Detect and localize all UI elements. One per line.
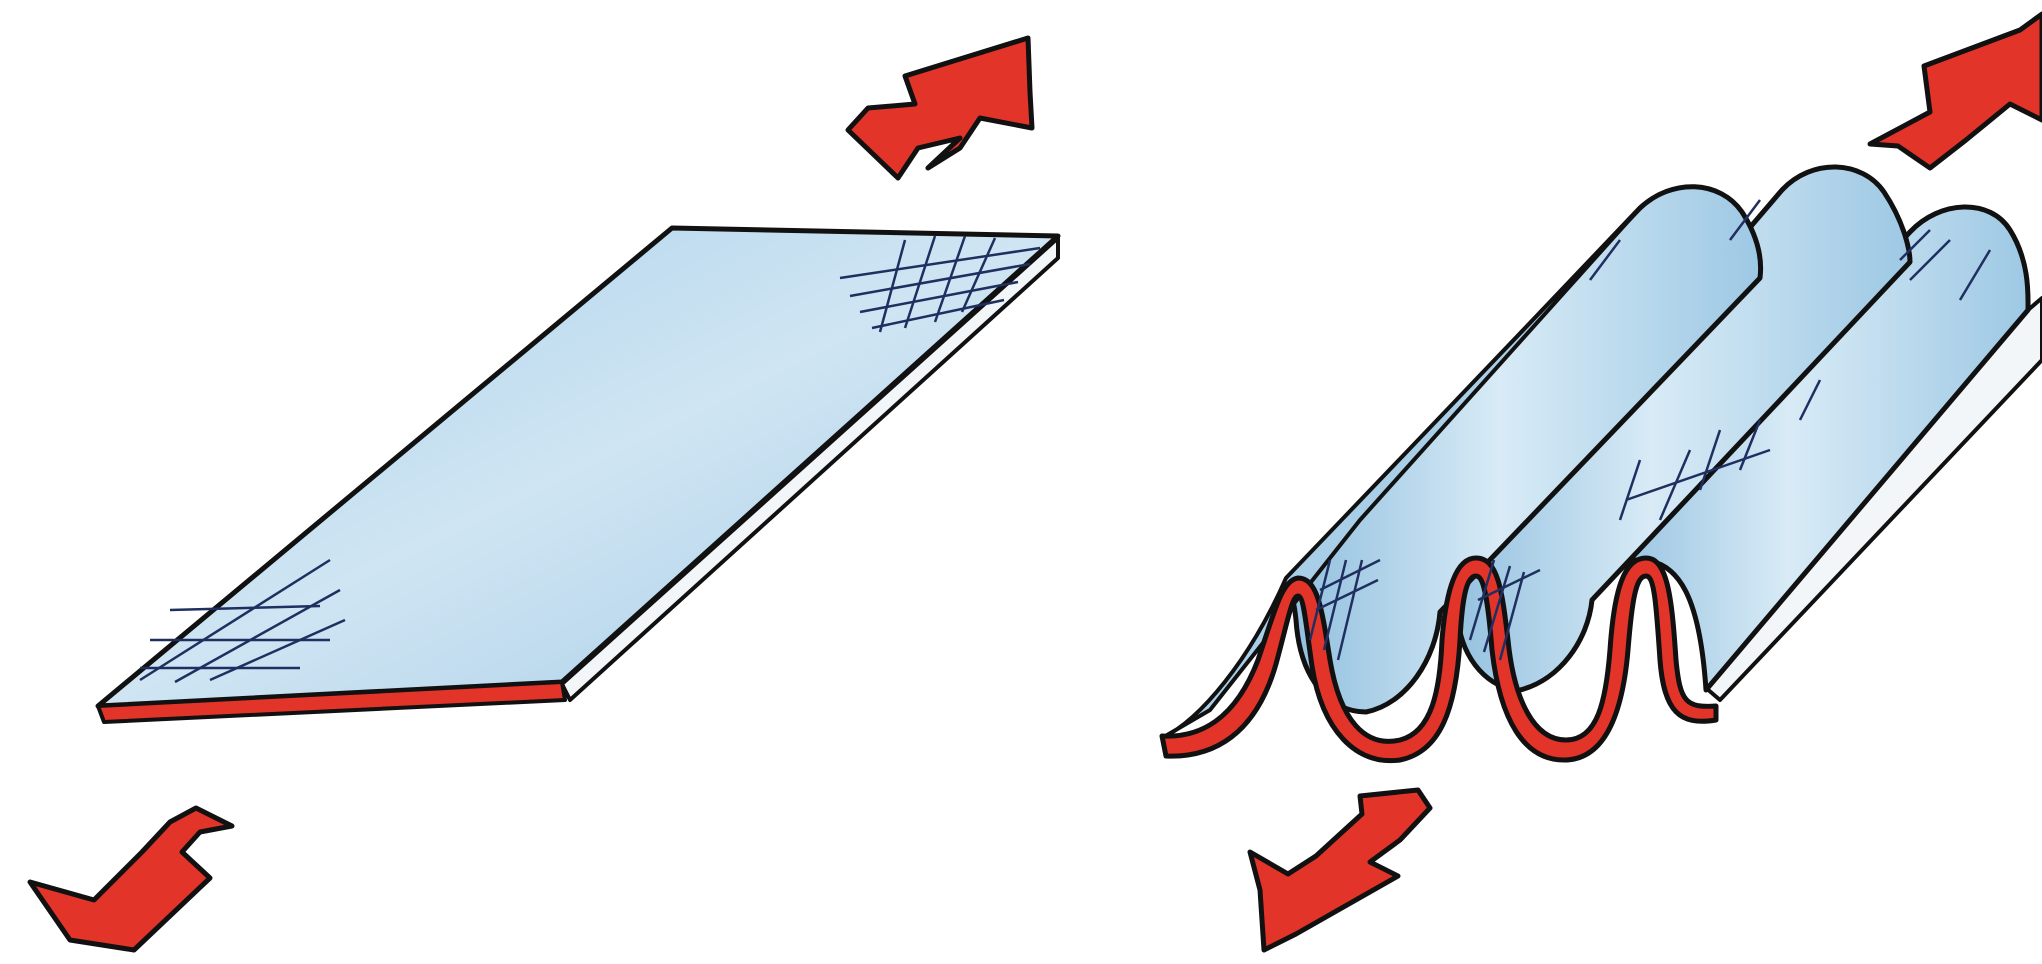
corrugated-fold-1 [1283, 184, 1764, 715]
corrugated-sheet-hatching [1308, 199, 1992, 661]
stretch-arrow-icon [845, 35, 1035, 181]
stretch-arrow-icon [1867, 11, 2042, 171]
stretch-arrow-icon [1247, 787, 1433, 953]
flat-sheet-hatching-top [839, 235, 1041, 333]
corrugated-sheet-front-edge [1159, 555, 1719, 764]
flat-sheet-front-edge [96, 680, 567, 724]
flat-sheet-hatching-bottom [139, 558, 346, 684]
flat-sheet-panel [27, 35, 1061, 953]
corrugated-sheet-panel [1159, 11, 2042, 953]
stretch-arrow-icon [27, 805, 235, 953]
